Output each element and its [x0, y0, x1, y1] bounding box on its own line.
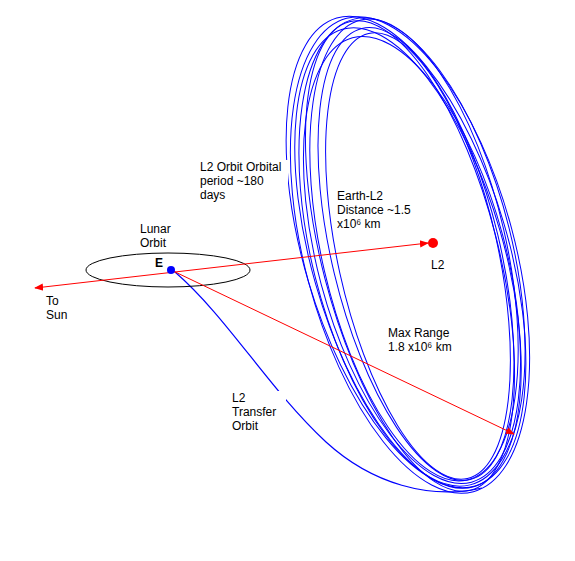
halo-loop — [291, 16, 546, 496]
earth-label: E — [155, 256, 163, 270]
halo-orbit — [239, 0, 575, 519]
transfer-orbit — [175, 272, 482, 492]
earth-dot — [167, 266, 175, 274]
transfer-label: L2 Transfer Orbit — [232, 391, 286, 433]
lunar-orbit-label: Lunar Orbit — [140, 222, 180, 250]
l2-label: L2 — [431, 258, 444, 272]
sun-label: To Sun — [46, 294, 74, 322]
lunar-orbit — [86, 253, 250, 287]
halo-loop — [245, 0, 575, 519]
l2-dot — [428, 238, 438, 248]
max-range-arrow — [171, 270, 514, 434]
halo-loop — [264, 0, 556, 512]
halo-loop — [262, 14, 563, 507]
max-range-label: Max Range 1.8 x10⁶ km — [388, 326, 462, 354]
sun-l2-axis — [35, 243, 428, 288]
orbit-period-label: L2 Orbit Orbital period ~180 days — [200, 160, 288, 202]
halo-loop — [280, 9, 552, 499]
distance-label: Earth-L2 Distance ~1.5 x10⁶ km — [337, 189, 417, 231]
halo-loop — [239, 0, 573, 515]
